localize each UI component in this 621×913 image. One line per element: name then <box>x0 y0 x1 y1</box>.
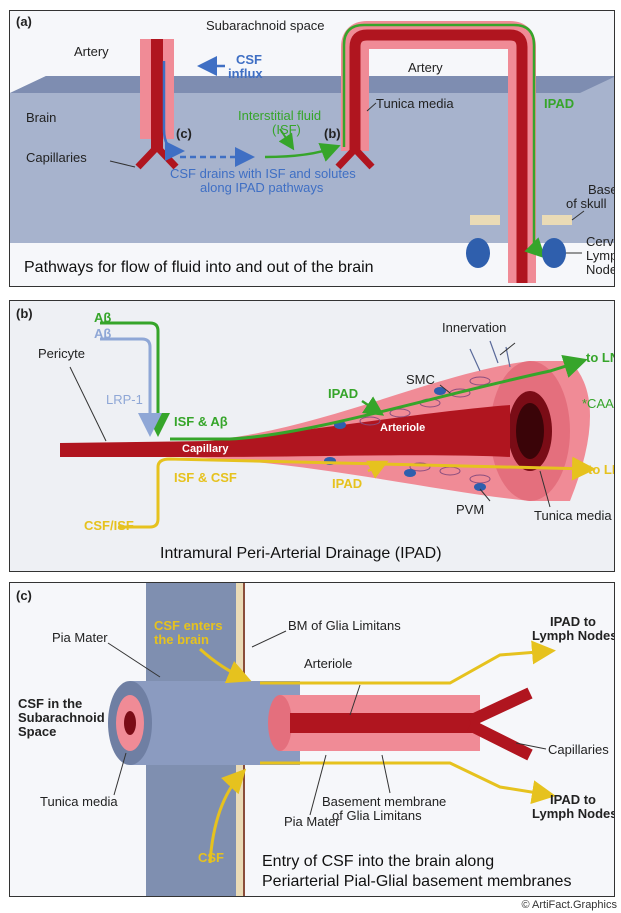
capillaries-c-label: Capillaries <box>548 743 609 757</box>
marker-c: (c) <box>176 127 192 141</box>
brain-label: Brain <box>26 111 56 125</box>
caa-label: *CAA <box>582 397 614 411</box>
arteriole-label: Arteriole <box>380 421 425 435</box>
skull-base-right <box>542 215 572 225</box>
panel-a-label: (a) <box>16 15 32 29</box>
panel-b-label: (b) <box>16 307 33 321</box>
arteriole-core <box>516 403 544 459</box>
csf-enters-label-2: the brain <box>154 633 209 647</box>
abeta-green-label: Aβ <box>94 311 111 325</box>
lymph-label-2: Lymph <box>586 249 615 263</box>
artery-left-label: Artery <box>74 45 109 59</box>
ipad-top-label-2: Lymph Nodes <box>532 629 615 643</box>
isf-label-2: (ISF) <box>272 123 301 137</box>
basement-label-1: Basement membrane <box>322 795 446 809</box>
drain-label-2: along IPAD pathways <box>200 181 323 195</box>
vessel-lumen <box>124 711 136 735</box>
credit-text: © ArtiFact.Graphics <box>521 899 617 911</box>
ipad-bottom-label: IPAD <box>332 477 362 491</box>
bm-pointer <box>252 631 286 647</box>
pericyte-pointer <box>70 367 106 441</box>
bm-glia-label: BM of Glia Limitans <box>288 619 401 633</box>
lymph-label-1: Cervical <box>586 235 615 249</box>
subarachnoid-label: Subarachnoid space <box>206 19 325 33</box>
csf-enters-label-1: CSF enters <box>154 619 223 633</box>
pia-mater-top-label: Pia Mater <box>52 631 108 645</box>
tunica-media-c-label: Tunica media <box>40 795 118 809</box>
drain-label-1: CSF drains with ISF and solutes <box>170 167 356 181</box>
artery-right-label: Artery <box>408 61 443 75</box>
marker-b: (b) <box>324 127 341 141</box>
arteriole-end-c <box>268 695 292 751</box>
to-ln-bottom-label: to LN <box>588 463 615 477</box>
arteriole-core-c <box>290 713 480 733</box>
ipad-bottom-arrow <box>260 763 550 795</box>
ipad-bottom-label-2: Lymph Nodes <box>532 807 615 821</box>
ipad-top-label: IPAD <box>328 387 358 401</box>
panel-b-caption: Intramural Peri-Arterial Drainage (IPAD) <box>160 547 442 561</box>
lymph-label-3: Nodes <box>586 263 615 277</box>
lymph-node-right <box>542 238 566 268</box>
ipad-top-label-1: IPAD to <box>550 615 596 629</box>
csf-sub-label-3: Space <box>18 725 56 739</box>
base-label-1: Base <box>588 183 615 197</box>
csf-sub-label-2: Subarachnoid <box>18 711 105 725</box>
arteriole-c-label: Arteriole <box>304 657 352 671</box>
basement-label-2: of Glia Limitans <box>332 809 422 823</box>
pvm-label: PVM <box>456 503 484 517</box>
abeta-blue-label: Aβ <box>94 327 111 341</box>
capillaries-label: Capillaries <box>26 151 87 165</box>
lymph-node-left <box>466 238 490 268</box>
panel-a-pathways: (a) Subarachnoid space Artery CSF influx… <box>9 10 615 287</box>
lrp1-label: LRP-1 <box>106 393 143 407</box>
csf-bottom-label: CSF <box>198 851 224 865</box>
panel-b-ipad: (b) Aβ Aβ Pericyte Innervation to LN SMC… <box>9 300 615 572</box>
pericyte-label: Pericyte <box>38 347 85 361</box>
abeta-blue-arrow <box>100 339 150 431</box>
smc-label: SMC <box>406 373 435 387</box>
ipad-label: IPAD <box>544 97 574 111</box>
skull-base-left <box>470 215 500 225</box>
basement-pointer <box>382 755 390 793</box>
base-label-2: of skull <box>566 197 606 211</box>
panel-c-caption-1: Entry of CSF into the brain along <box>262 855 494 869</box>
csf-isf-label: CSF/ISF <box>84 519 134 533</box>
tunica-media-b-label: Tunica media <box>534 509 612 523</box>
panel-c-label: (c) <box>16 589 32 603</box>
ipad-bottom-label-1: IPAD to <box>550 793 596 807</box>
isf-csf-label: ISF & CSF <box>174 471 237 485</box>
csf-sub-label-1: CSF in the <box>18 697 82 711</box>
panel-c-caption-2: Periarterial Pial-Glial basement membran… <box>262 875 571 889</box>
panel-c-entry: (c) Pia Mater CSF enters the brain BM of… <box>9 582 615 897</box>
left-artery <box>151 39 163 149</box>
to-ln-top-label: to LN <box>586 351 615 365</box>
csf-influx-label-1: CSF <box>236 53 262 67</box>
capillary-label: Capillary <box>182 442 228 456</box>
tunica-media-label: Tunica media <box>376 97 454 111</box>
isf-abeta-label: ISF & Aβ <box>174 415 228 429</box>
innervation-label: Innervation <box>442 321 506 335</box>
panel-a-caption: Pathways for flow of fluid into and out … <box>24 261 374 275</box>
csf-influx-label-2: influx <box>228 67 263 81</box>
isf-label-1: Interstitial fluid <box>238 109 321 123</box>
